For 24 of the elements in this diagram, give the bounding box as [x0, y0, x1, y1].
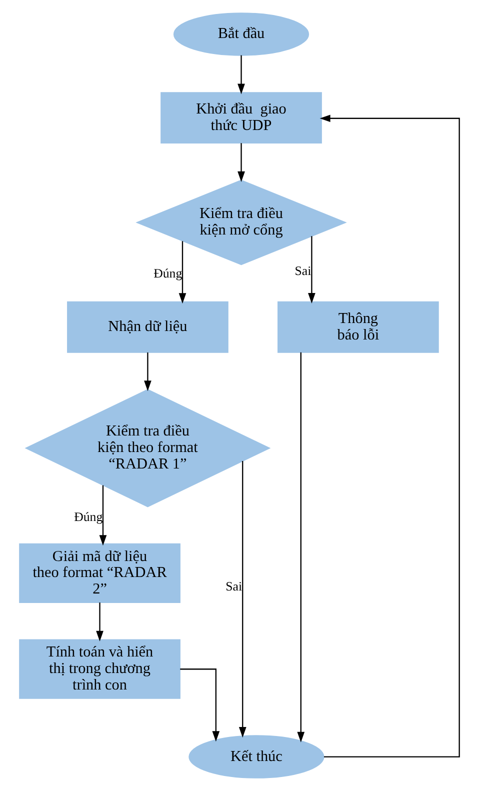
arrow	[319, 114, 460, 758]
arrow	[178, 241, 186, 304]
node-box: Tính toán và hiển thị trong chương trình con	[18, 639, 180, 699]
node-box: Khởi đầu giao thức UDP	[160, 92, 322, 144]
arrow	[144, 352, 151, 392]
edge-label: Sai	[294, 264, 311, 278]
node-box: Giải mã dữ liệu theo format “RADAR 2”	[18, 543, 180, 604]
node-ellipse: Kết thúc	[188, 735, 324, 778]
arrow	[237, 55, 244, 94]
edge-label: Sai	[225, 580, 242, 594]
node-ellipse: Bắt đầu	[172, 12, 309, 56]
edge-label: Đúng	[153, 266, 182, 281]
arrow	[96, 602, 103, 642]
arrow	[238, 461, 246, 738]
node-box: Nhận dữ liệu	[66, 301, 228, 353]
arrow	[98, 485, 106, 546]
edge-label: Đúng	[74, 510, 102, 524]
arrow	[237, 143, 244, 182]
arrow	[308, 236, 315, 304]
arrow	[296, 352, 304, 742]
node-box: Thông báo lỗi	[277, 301, 438, 353]
node-diamond: Kiểm tra điều kiện theo format “RADAR 1”	[24, 389, 270, 508]
node-diamond: Kiểm tra điều kiện mở cổng	[135, 180, 346, 266]
arrow	[180, 668, 220, 742]
